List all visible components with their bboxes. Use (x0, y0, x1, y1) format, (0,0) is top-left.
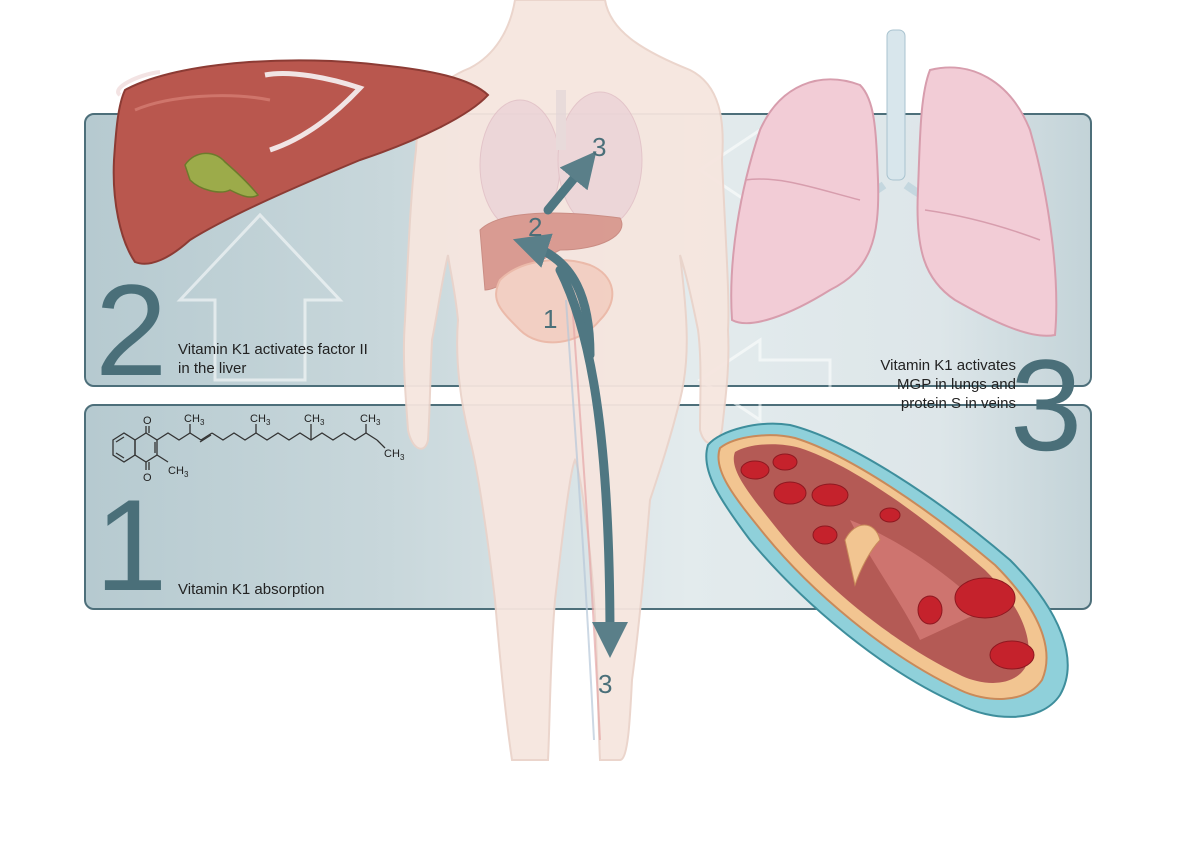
subscript-end: 3 (400, 453, 405, 462)
step2-caption: Vitamin K1 activates factor II in the li… (178, 340, 368, 378)
subscript-1: 3 (200, 418, 205, 427)
oxygen-bottom-label: O (143, 472, 152, 484)
liver-illustration (112, 59, 490, 265)
leg-vessels (565, 299, 601, 741)
marker-1: 1 (543, 304, 557, 334)
step3-caption-line3: protein S in veins (900, 395, 1016, 412)
step1-number: 1 (95, 472, 168, 618)
subscript-4: 3 (376, 418, 381, 427)
vitamin-k1-structure (112, 424, 386, 470)
vein-cross-section-illustration (705, 422, 1069, 718)
step3-caption-line1: Vitamin K1 activates (880, 357, 1016, 374)
body-step-markers: 1 2 3 3 (528, 132, 612, 699)
body-arrows (512, 151, 628, 658)
step2-number: 2 (95, 257, 168, 403)
step3-caption: Vitamin K1 activates MGP in lungs and pr… (820, 356, 1016, 413)
marker-3-lower: 3 (598, 669, 612, 699)
subscript-2: 3 (266, 418, 271, 427)
step3-number: 3 (1010, 332, 1083, 478)
vitamin-k1-labels: O O CH CH CH CH CH CH (143, 413, 400, 484)
step1-caption: Vitamin K1 absorption (178, 581, 325, 598)
methyl-2-label: CH (250, 413, 266, 425)
vitamin-k1-subscripts: 3 3 3 3 3 3 (184, 418, 405, 479)
step2-caption-line2: in the liver (178, 360, 247, 377)
step2-caption-line1: Vitamin K1 activates factor II (178, 341, 368, 358)
step3-caption-line2: MGP in lungs and (897, 376, 1016, 393)
oxygen-top-label: O (143, 415, 152, 427)
methyl-4-label: CH (360, 413, 376, 425)
methyl-3-label: CH (304, 413, 320, 425)
marker-3-upper: 3 (592, 132, 606, 162)
lungs-illustration (730, 29, 1058, 337)
marker-2: 2 (528, 212, 542, 242)
subscript-3: 3 (320, 418, 325, 427)
methyl-end-label: CH (384, 448, 400, 460)
methyl-1-label: CH (184, 413, 200, 425)
subscript-ring: 3 (184, 470, 189, 479)
methyl-ring-label: CH (168, 465, 184, 477)
